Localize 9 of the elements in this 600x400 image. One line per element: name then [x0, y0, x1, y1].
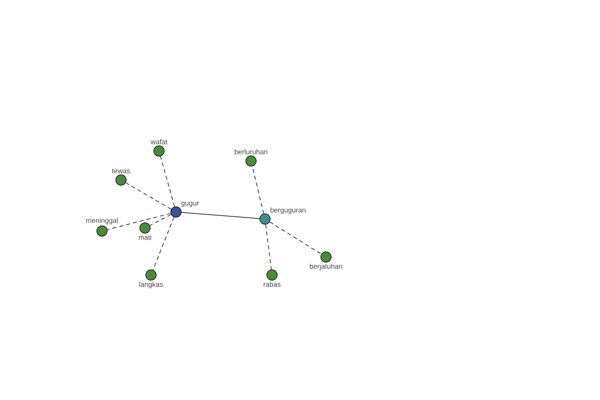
- connector: [252, 166, 264, 214]
- connector: [181, 212, 260, 219]
- connector: [160, 156, 175, 207]
- connector: [107, 213, 171, 230]
- connector: [265, 224, 272, 270]
- connector: [125, 182, 172, 210]
- connector: [150, 214, 172, 226]
- connector: [152, 216, 174, 270]
- connector: [269, 222, 322, 254]
